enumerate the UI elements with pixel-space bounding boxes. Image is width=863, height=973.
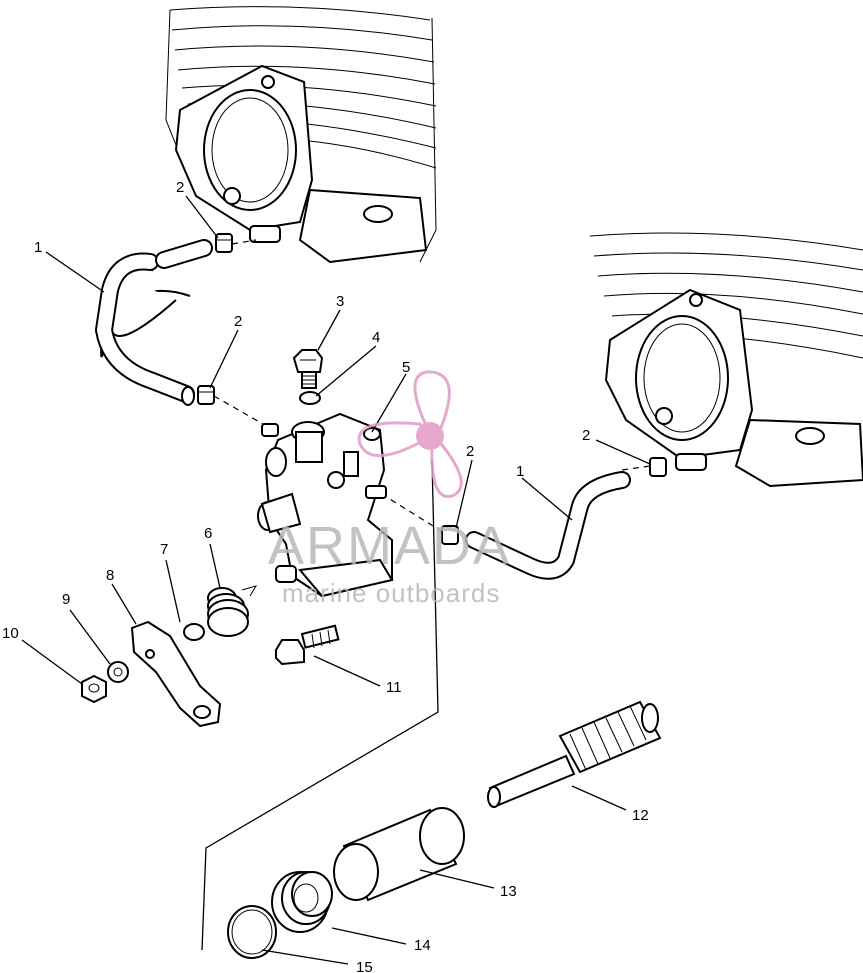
callout-1-right: 1 xyxy=(516,463,524,480)
callout-4: 4 xyxy=(372,329,380,346)
bushing xyxy=(333,807,465,902)
pump-control-lever xyxy=(130,620,222,728)
lock-washer xyxy=(107,661,129,683)
clamp-right xyxy=(649,457,667,477)
callout-1-left: 1 xyxy=(34,239,42,256)
bolt-top xyxy=(292,349,324,389)
mounting-bolt xyxy=(275,624,340,666)
hose-connector-top xyxy=(155,239,213,269)
callout-14: 14 xyxy=(414,937,431,954)
callout-7: 7 xyxy=(160,541,168,558)
callout-3: 3 xyxy=(336,293,344,310)
callout-10: 10 xyxy=(2,625,19,642)
oil-pump-body xyxy=(257,412,394,598)
washer-lever xyxy=(183,623,205,641)
callout-13: 13 xyxy=(500,883,517,900)
washer-top xyxy=(299,391,321,405)
oil-hose-right xyxy=(465,471,631,580)
callout-labels: 1 2 2 3 4 5 2 2 1 6 7 8 9 10 11 12 13 14… xyxy=(2,179,649,973)
propeller-logo-icon xyxy=(357,370,463,499)
callout-2-top: 2 xyxy=(176,179,184,196)
callout-2-left: 2 xyxy=(234,313,242,330)
watermark-tagline: marine outboards xyxy=(282,578,500,608)
armada-watermark: ARMADA marine outboards xyxy=(268,370,511,608)
callout-2-center: 2 xyxy=(466,443,474,460)
return-spring xyxy=(207,585,258,637)
callout-8: 8 xyxy=(106,567,114,584)
hex-nut xyxy=(81,674,107,704)
clamp-top xyxy=(215,233,233,253)
engine-cylinder-left xyxy=(165,6,437,264)
snap-ring xyxy=(227,905,277,959)
oil-seal xyxy=(271,871,333,933)
callout-12: 12 xyxy=(632,807,649,824)
clamp-mid-right xyxy=(441,525,459,545)
callout-6: 6 xyxy=(204,525,212,542)
watermark-brand: ARMADA xyxy=(268,516,511,576)
drive-gear-shaft xyxy=(487,700,662,808)
leader-lines xyxy=(21,195,651,965)
clamp-mid-left xyxy=(197,385,215,405)
callout-9: 9 xyxy=(62,591,70,608)
callout-2-right: 2 xyxy=(582,427,590,444)
engine-cylinder-right xyxy=(589,232,863,488)
callout-5: 5 xyxy=(402,359,410,376)
callout-15: 15 xyxy=(356,959,373,973)
callout-11: 11 xyxy=(386,679,402,696)
